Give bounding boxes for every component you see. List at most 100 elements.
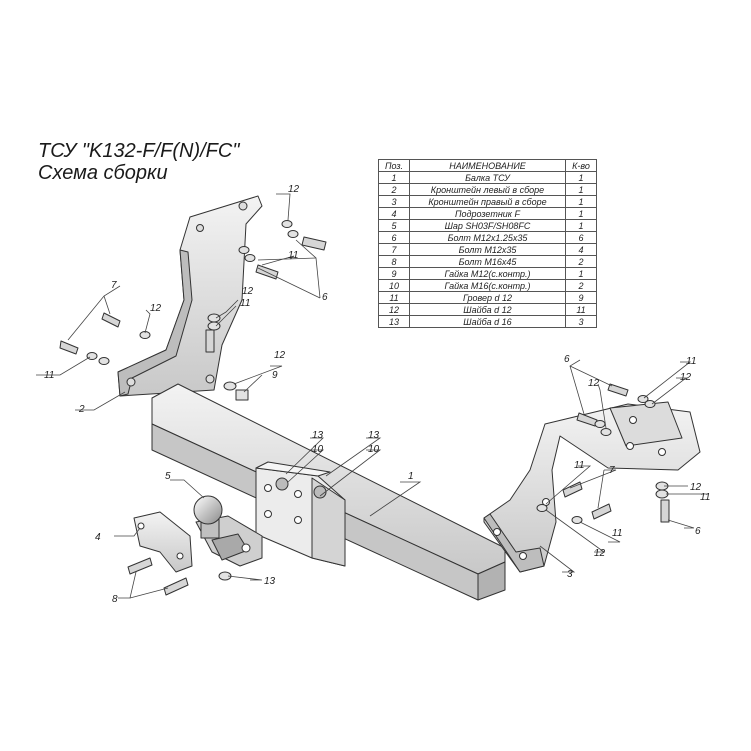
table-cell-name: Болт М12х35 bbox=[409, 243, 566, 256]
table-cell-qty: 2 bbox=[565, 279, 597, 292]
header-pos: Поз. bbox=[378, 159, 410, 172]
callout-13-a: 13 bbox=[312, 430, 324, 441]
callout-11-right-low: 11 bbox=[612, 528, 622, 539]
callout-12-right-b: 12 bbox=[680, 372, 692, 383]
left-bracket bbox=[117, 195, 263, 397]
table-cell-qty: 1 bbox=[565, 207, 597, 220]
right-bracket bbox=[483, 401, 701, 573]
main-beam bbox=[151, 383, 506, 601]
table-cell-name: Гайка М12(с.контр.) bbox=[409, 267, 566, 280]
table-cell-pos: 1 bbox=[378, 171, 410, 184]
bolt-right-7b bbox=[591, 503, 612, 520]
washer-12-vertical bbox=[207, 313, 221, 323]
washer-top-c bbox=[238, 246, 250, 254]
bolt-right-7a bbox=[562, 481, 583, 498]
header-qty: К-во bbox=[565, 159, 597, 172]
bolt-m16-8b bbox=[163, 577, 189, 596]
washer-11-vertical bbox=[207, 321, 221, 331]
table-cell-qty: 2 bbox=[565, 255, 597, 268]
table-cell-name: Кронштейн правый в сборе bbox=[409, 195, 566, 208]
callout-10-a: 10 bbox=[312, 444, 324, 455]
table-cell-pos: 5 bbox=[378, 219, 410, 232]
callout-4: 4 bbox=[95, 532, 101, 543]
table-cell-name: Шайба d 16 bbox=[409, 315, 566, 328]
callout-11-right-top: 11 bbox=[686, 356, 696, 367]
callout-12-vertical: 12 bbox=[242, 286, 254, 297]
diagram-title: ТСУ "K132-F/F(N)/FC" bbox=[38, 140, 240, 162]
table-cell-pos: 9 bbox=[378, 267, 410, 280]
callout-11-top: 11 bbox=[288, 250, 298, 261]
callout-7-right: 7 bbox=[609, 465, 615, 476]
washer-12-nut bbox=[223, 381, 237, 391]
callout-5: 5 bbox=[165, 471, 171, 482]
callout-10-b: 10 bbox=[368, 444, 380, 455]
washer-right-b bbox=[594, 420, 606, 428]
table-cell-qty: 6 bbox=[565, 231, 597, 244]
nut-9 bbox=[235, 389, 249, 401]
diagram-subtitle: Схема сборки bbox=[38, 162, 168, 184]
washer-left bbox=[98, 357, 110, 365]
table-cell-qty: 4 bbox=[565, 243, 597, 256]
table-cell-pos: 6 bbox=[378, 231, 410, 244]
tow-ball bbox=[193, 495, 263, 567]
table-cell-pos: 8 bbox=[378, 255, 410, 268]
table-cell-pos: 12 bbox=[378, 303, 410, 316]
table-cell-qty: 3 bbox=[565, 315, 597, 328]
bolt-right-12 bbox=[576, 412, 598, 427]
bolt-m16-8a bbox=[127, 557, 153, 575]
table-cell-name: Гайка М16(с.контр.) bbox=[409, 279, 566, 292]
table-cell-pos: 10 bbox=[378, 279, 410, 292]
callout-6-right: 6 bbox=[564, 354, 570, 365]
washer-top-b bbox=[287, 230, 299, 238]
callout-13-ball: 13 bbox=[264, 576, 276, 587]
callout-1: 1 bbox=[408, 471, 414, 482]
callout-13-b: 13 bbox=[368, 430, 380, 441]
table-cell-qty: 1 bbox=[565, 171, 597, 184]
bolt-vertical-6 bbox=[205, 329, 215, 353]
callout-11-left: 11 bbox=[44, 370, 54, 381]
callout-2: 2 bbox=[78, 404, 85, 415]
table-cell-qty: 1 bbox=[565, 195, 597, 208]
callout-12-right-a: 12 bbox=[588, 378, 600, 389]
washer-right-c bbox=[600, 428, 612, 436]
bolt-left-7a bbox=[59, 340, 79, 355]
table-cell-pos: 4 bbox=[378, 207, 410, 220]
table-cell-pos: 11 bbox=[378, 291, 410, 304]
callout-6-top: 6 bbox=[322, 292, 328, 303]
bolt-top-6 bbox=[301, 236, 327, 251]
callout-8: 8 bbox=[112, 594, 118, 605]
callout-6-right-bottom: 6 bbox=[695, 526, 701, 537]
callout-12-top: 12 bbox=[288, 184, 300, 195]
callout-12-right-d: 12 bbox=[594, 548, 606, 559]
callout-12-right-c: 12 bbox=[690, 482, 702, 493]
callout-12-nut: 12 bbox=[274, 350, 286, 361]
callout-9: 9 bbox=[272, 370, 278, 381]
table-cell-qty: 1 bbox=[565, 183, 597, 196]
callout-11-right-edge: 11 bbox=[700, 492, 710, 503]
washer-12-top bbox=[281, 220, 293, 228]
table-cell-pos: 7 bbox=[378, 243, 410, 256]
callout-11-vertical: 11 bbox=[240, 298, 250, 309]
table-cell-name: Подрозетник F bbox=[409, 207, 566, 220]
callout-7-left: 7 bbox=[111, 280, 117, 291]
table-cell-name: Шар SH03F/SH08FC bbox=[409, 219, 566, 232]
callout-12-left: 12 bbox=[150, 303, 162, 314]
callout-3: 3 bbox=[567, 569, 573, 580]
washer-top-d bbox=[244, 254, 256, 262]
table-cell-name: Кронштейн левый в сборе bbox=[409, 183, 566, 196]
